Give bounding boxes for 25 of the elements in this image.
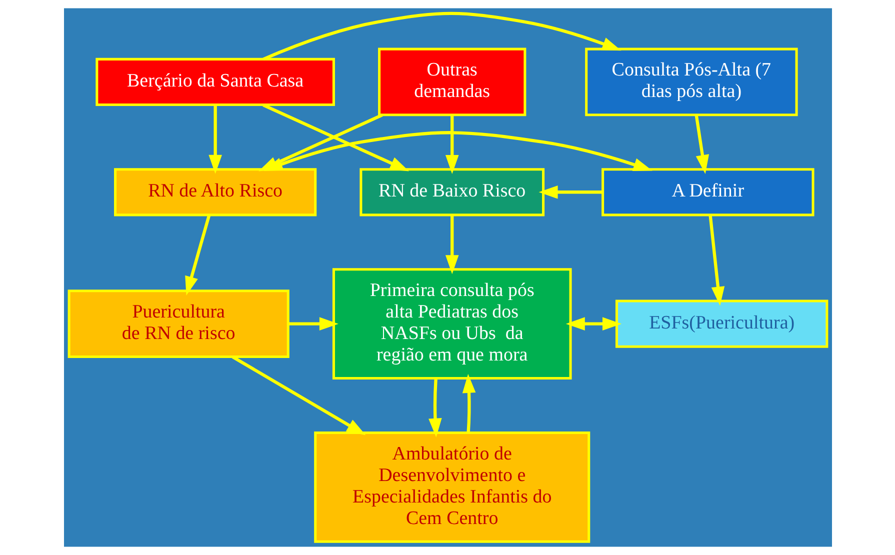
node-box: Berçário da Santa Casa — [95, 58, 334, 106]
node-box: Ambulatório de Desenvolvimento e Especialidades Infantis do Cem Centro — [314, 431, 590, 543]
arrow — [538, 185, 602, 199]
node-box: ESFs(Puericultura) — [614, 300, 828, 348]
arrow — [444, 215, 458, 274]
arrow — [428, 378, 442, 438]
node-box: Primeira consulta pós alta Pediatras dos NASFs ou Ubs da região em que mora — [332, 268, 572, 380]
arrow — [208, 105, 222, 174]
node-box: RN de Alto Risco — [114, 168, 316, 216]
node-box: Puericultura de RN de risco — [67, 290, 289, 358]
arrow — [184, 214, 210, 296]
node-box: Outras demandas — [378, 48, 526, 116]
arrow — [263, 131, 652, 172]
arrow — [694, 114, 709, 174]
arrow — [231, 356, 366, 436]
arrow — [708, 215, 724, 306]
node-box: A Definir — [601, 168, 814, 216]
arrow — [288, 317, 338, 330]
arrow — [262, 104, 409, 172]
arrow — [462, 374, 476, 433]
arrow — [262, 12, 621, 61]
node-box: Consulta Pós-Alta (7 dias pós alta) — [584, 48, 798, 116]
node-box: RN de Baixo Risco — [359, 168, 544, 216]
arrow — [565, 317, 621, 330]
arrow — [444, 114, 458, 174]
